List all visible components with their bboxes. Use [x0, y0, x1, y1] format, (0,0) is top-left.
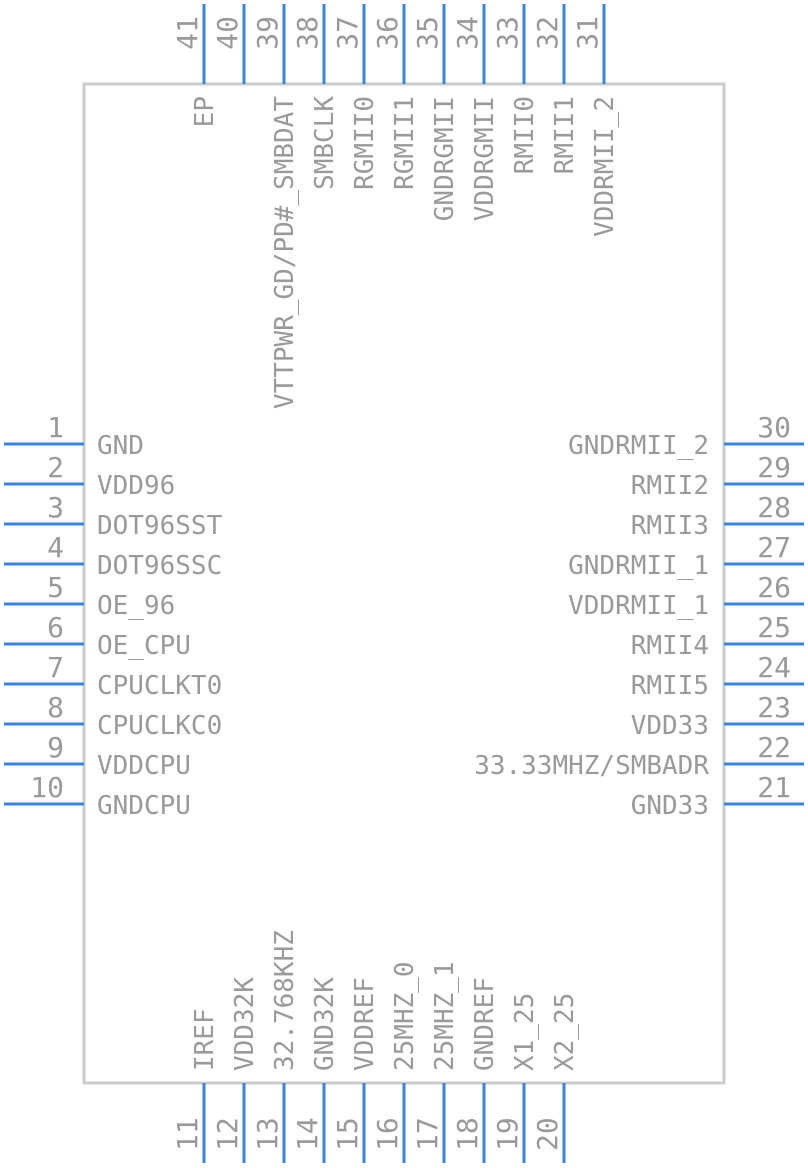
- pin-7-name: CPUCLKT0: [97, 671, 222, 701]
- pin-26-name: VDDRMII_1: [568, 591, 709, 621]
- pin-6-name: OE_CPU: [97, 631, 191, 661]
- pin-31-name: VDDRMII_2: [590, 96, 620, 237]
- pin-22-number: 22: [757, 731, 791, 764]
- pin-15-number: 15: [331, 1117, 364, 1151]
- pin-15-name: VDDREF: [350, 977, 380, 1071]
- pin-28-name: RMII3: [631, 511, 709, 541]
- pin-16-name: 25MHZ_0: [390, 961, 420, 1071]
- pin-34-name: VDDRGMII: [470, 96, 500, 221]
- pin-20-name: X2_25: [550, 993, 580, 1071]
- pin-28-number: 28: [757, 491, 791, 524]
- pin-34-number: 34: [451, 16, 484, 50]
- pin-29-name: RMII2: [631, 471, 709, 501]
- pin-22-name: 33.33MHZ/SMBADR: [474, 751, 709, 781]
- pin-37-number: 37: [331, 16, 364, 50]
- pin-13-name: 32.768KHZ: [270, 930, 300, 1071]
- pin-2-number: 2: [47, 451, 64, 484]
- bottom-pin-group: 11 IREF 12 VDD32K 13 32.768KHZ 14 GND32K 15 VDDRE…: [171, 930, 580, 1163]
- pin-9-name: VDDCPU: [97, 751, 191, 781]
- pin-8-number: 8: [47, 691, 64, 724]
- pin-11-name: IREF: [190, 1008, 220, 1071]
- pin-35-name: GNDRGMII: [430, 96, 460, 221]
- pin-41-number: 41: [171, 16, 204, 50]
- pin-38-name: SMBCLK: [310, 96, 340, 190]
- pin-4-name: DOT96SSC: [97, 551, 222, 581]
- pin-21-name: GND33: [631, 791, 709, 821]
- pin-39-name: VTTPWR_GD/PD#_SMBDAT: [270, 96, 300, 409]
- pin-36-name: RGMII1: [390, 96, 420, 190]
- pin-25-number: 25: [757, 611, 791, 644]
- pin-36-number: 36: [371, 16, 404, 50]
- pin-16-number: 16: [371, 1117, 404, 1151]
- pin-26-number: 26: [757, 571, 791, 604]
- pin-7-number: 7: [47, 651, 64, 684]
- pin-23-number: 23: [757, 691, 791, 724]
- pin-19-name: X1_25: [510, 993, 540, 1071]
- pin-37-name: RGMII0: [350, 96, 380, 190]
- pin-1-number: 1: [47, 411, 64, 444]
- pin-27-name: GNDRMII_1: [568, 551, 709, 581]
- pin-39-number: 39: [251, 16, 284, 50]
- pin-33-number: 33: [491, 16, 524, 50]
- pin-6-number: 6: [47, 611, 64, 644]
- pin-4-number: 4: [47, 531, 64, 564]
- pin-23-name: VDD33: [631, 711, 709, 741]
- ic-body: [82, 82, 726, 1085]
- pin-10-name: GNDCPU: [97, 791, 191, 821]
- pin-32-number: 32: [531, 16, 564, 50]
- pin-13-number: 13: [251, 1117, 284, 1151]
- pin-25-name: RMII4: [631, 631, 709, 661]
- pin-30-number: 30: [757, 411, 791, 444]
- pin-40-number: 40: [211, 16, 244, 50]
- pin-14-name: GND32K: [310, 977, 340, 1071]
- pin-12-number: 12: [211, 1117, 244, 1151]
- pin-21-number: 21: [757, 771, 791, 804]
- pin-11-number: 11: [171, 1117, 204, 1151]
- pin-38-number: 38: [291, 16, 324, 50]
- pin-30-name: GNDRMII_2: [568, 431, 709, 461]
- pin-33-name: RMII0: [510, 96, 540, 174]
- pin-29-number: 29: [757, 451, 791, 484]
- pin-1-name: GND: [97, 431, 144, 461]
- pin-9-number: 9: [47, 731, 64, 764]
- pin-18-name: GNDREF: [470, 977, 500, 1071]
- pin-35-number: 35: [411, 16, 444, 50]
- pin-3-name: DOT96SST: [97, 511, 223, 541]
- pin-24-number: 24: [757, 651, 791, 684]
- pin-12-name: VDD32K: [230, 977, 260, 1071]
- pin-3-number: 3: [47, 491, 64, 524]
- pin-10-number: 10: [30, 771, 64, 804]
- pin-17-name: 25MHZ_1: [430, 961, 460, 1071]
- pin-5-number: 5: [47, 571, 64, 604]
- pin-20-number: 20: [531, 1117, 564, 1151]
- pin-31-number: 31: [571, 16, 604, 50]
- pin-19-number: 19: [491, 1117, 524, 1151]
- pin-5-name: OE_96: [97, 591, 175, 621]
- pin-18-number: 18: [451, 1117, 484, 1151]
- pin-24-name: RMII5: [631, 671, 709, 701]
- pin-2-name: VDD96: [97, 471, 175, 501]
- pin-41-name: EP: [190, 96, 220, 127]
- pin-17-number: 17: [411, 1117, 444, 1151]
- pin-8-name: CPUCLKC0: [97, 711, 222, 741]
- pin-14-number: 14: [291, 1117, 324, 1151]
- pin-27-number: 27: [757, 531, 791, 564]
- pin-32-name: RMII1: [550, 96, 580, 174]
